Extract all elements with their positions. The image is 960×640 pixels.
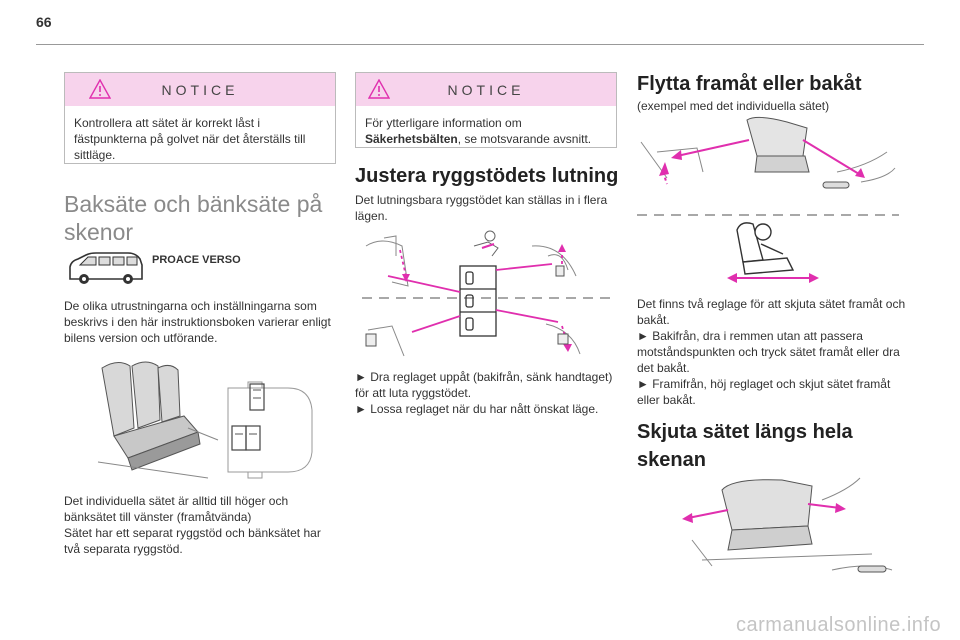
seat-slide-illustration — [637, 116, 899, 283]
notice-text: För ytterligare information om Säkerhetsb… — [356, 106, 616, 155]
move-seat-intro: Det finns två reglage för att skjuta sät… — [637, 297, 906, 327]
section-heading-rear-seats: Baksäte och bänksäte på skenor — [64, 190, 354, 246]
warning-icon — [89, 79, 111, 99]
move-seat-subtitle: (exempel med det individuella sätet) — [637, 99, 830, 113]
heading-line-2: skenor — [64, 219, 134, 245]
caption-line-1: Det individuella sätet är alltid till hö… — [64, 494, 289, 508]
heading-line-1: Baksäte och bänksäte på — [64, 191, 323, 217]
backrest-step-2: ► Lossa reglaget när du har nått önskat … — [355, 402, 599, 416]
move-seat-instructions: Det finns två reglage för att skjuta sät… — [637, 296, 909, 408]
warning-icon — [368, 79, 390, 99]
notice-text-prefix: För ytterligare information om — [365, 116, 522, 130]
caption-paragraph: Det individuella sätet är alltid till hö… — [64, 493, 354, 557]
top-divider — [36, 44, 924, 45]
heading-line-1: Skjuta sätet längs hela — [637, 421, 853, 443]
notice-box-seat-lock: NOTICE Kontrollera att sätet är korrekt … — [64, 72, 336, 164]
move-seat-step-1: ► Bakifrån, dra i remmen utan att passer… — [637, 329, 900, 375]
backrest-intro: Det lutningsbara ryggstödet kan ställas … — [355, 193, 608, 223]
full-rail-illustration — [682, 477, 893, 573]
section-heading-backrest: Justera ryggstödets lutning — [355, 165, 619, 187]
van-icon — [69, 252, 143, 284]
backrest-adjustment-illustration — [362, 230, 612, 357]
backrest-steps: ► Dra reglaget uppåt (bakifrån, sänk han… — [355, 369, 625, 417]
notice-title: NOTICE — [161, 81, 239, 98]
notice-header: NOTICE — [356, 73, 616, 106]
watermark: carmanualsonline.info — [736, 614, 942, 636]
notice-box-seatbelts: NOTICE För ytterligare information om Säk… — [355, 72, 617, 148]
model-label: PROACE VERSO — [152, 254, 241, 266]
notice-title: NOTICE — [447, 81, 525, 98]
caption-line-3: Sätet har ett separat ryggstöd och bänks… — [64, 526, 321, 540]
section-heading-move-seat: Flytta framåt eller bakåt — [637, 73, 862, 95]
move-seat-step-2: ► Framifrån, höj reglaget och skjut säte… — [637, 377, 891, 407]
heading-line-2: skenan — [637, 449, 706, 471]
notice-text: Kontrollera att sätet är korrekt låst i … — [74, 116, 306, 162]
intro-paragraph: De olika utrustningarna och inställninga… — [64, 299, 331, 345]
notice-header: NOTICE — [65, 73, 335, 106]
bench-seats-illustration — [97, 361, 313, 479]
caption-line-2: bänksätet till vänster (framåtvända) — [64, 510, 252, 524]
page-number: 66 — [36, 14, 52, 30]
backrest-step-1: ► Dra reglaget uppåt (bakifrån, sänk han… — [355, 370, 613, 400]
caption-line-4: två separata ryggstöd. — [64, 542, 183, 556]
section-heading-full-rail: Skjuta sätet längs hela skenan — [637, 418, 927, 474]
notice-text-suffix: , se motsvarande avsnitt. — [457, 132, 592, 146]
notice-link-seatbelts: Säkerhetsbälten — [365, 132, 458, 146]
